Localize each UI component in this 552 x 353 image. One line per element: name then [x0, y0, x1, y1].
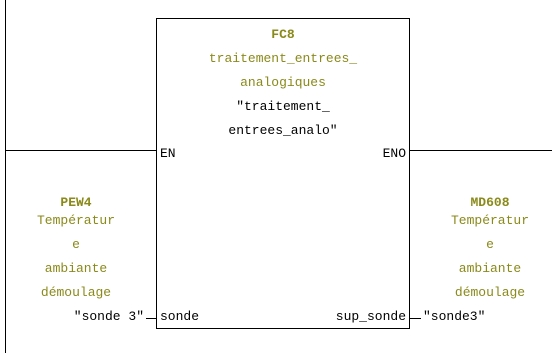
input-address[interactable]: PEW4 — [60, 195, 92, 210]
input-comment-line-3: ambiante — [44, 261, 108, 276]
output-symbol[interactable]: "sonde3" — [423, 309, 486, 324]
input-comment-line-1: Températur — [36, 213, 116, 228]
output-comment-line-3: ambiante — [458, 261, 522, 276]
input-comment-line-2: e — [72, 237, 80, 252]
output-comment-line-2: e — [486, 237, 494, 252]
block-symbol-line-1: "traitement_ — [236, 99, 330, 114]
input-comment-line-4: démoulage — [40, 285, 112, 300]
block-symbol-line-2: entrees_analo" — [228, 123, 338, 138]
function-block-box[interactable] — [156, 18, 410, 329]
output-comment-line-1: Températur — [450, 213, 530, 228]
input-pin-label: sonde — [160, 309, 200, 324]
block-number: FC8 — [271, 27, 295, 42]
block-name-line-1: traitement_entrees_ — [208, 51, 358, 66]
output-comment-line-4: démoulage — [454, 285, 526, 300]
output-pin-label: sup_sonde — [335, 309, 406, 324]
en-pin-label: EN — [160, 146, 176, 161]
input-symbol[interactable]: "sonde 3" — [73, 309, 144, 324]
output-address[interactable]: MD608 — [470, 195, 510, 210]
eno-pin-label: ENO — [382, 146, 406, 161]
block-name-line-2: analogiques — [240, 75, 326, 90]
